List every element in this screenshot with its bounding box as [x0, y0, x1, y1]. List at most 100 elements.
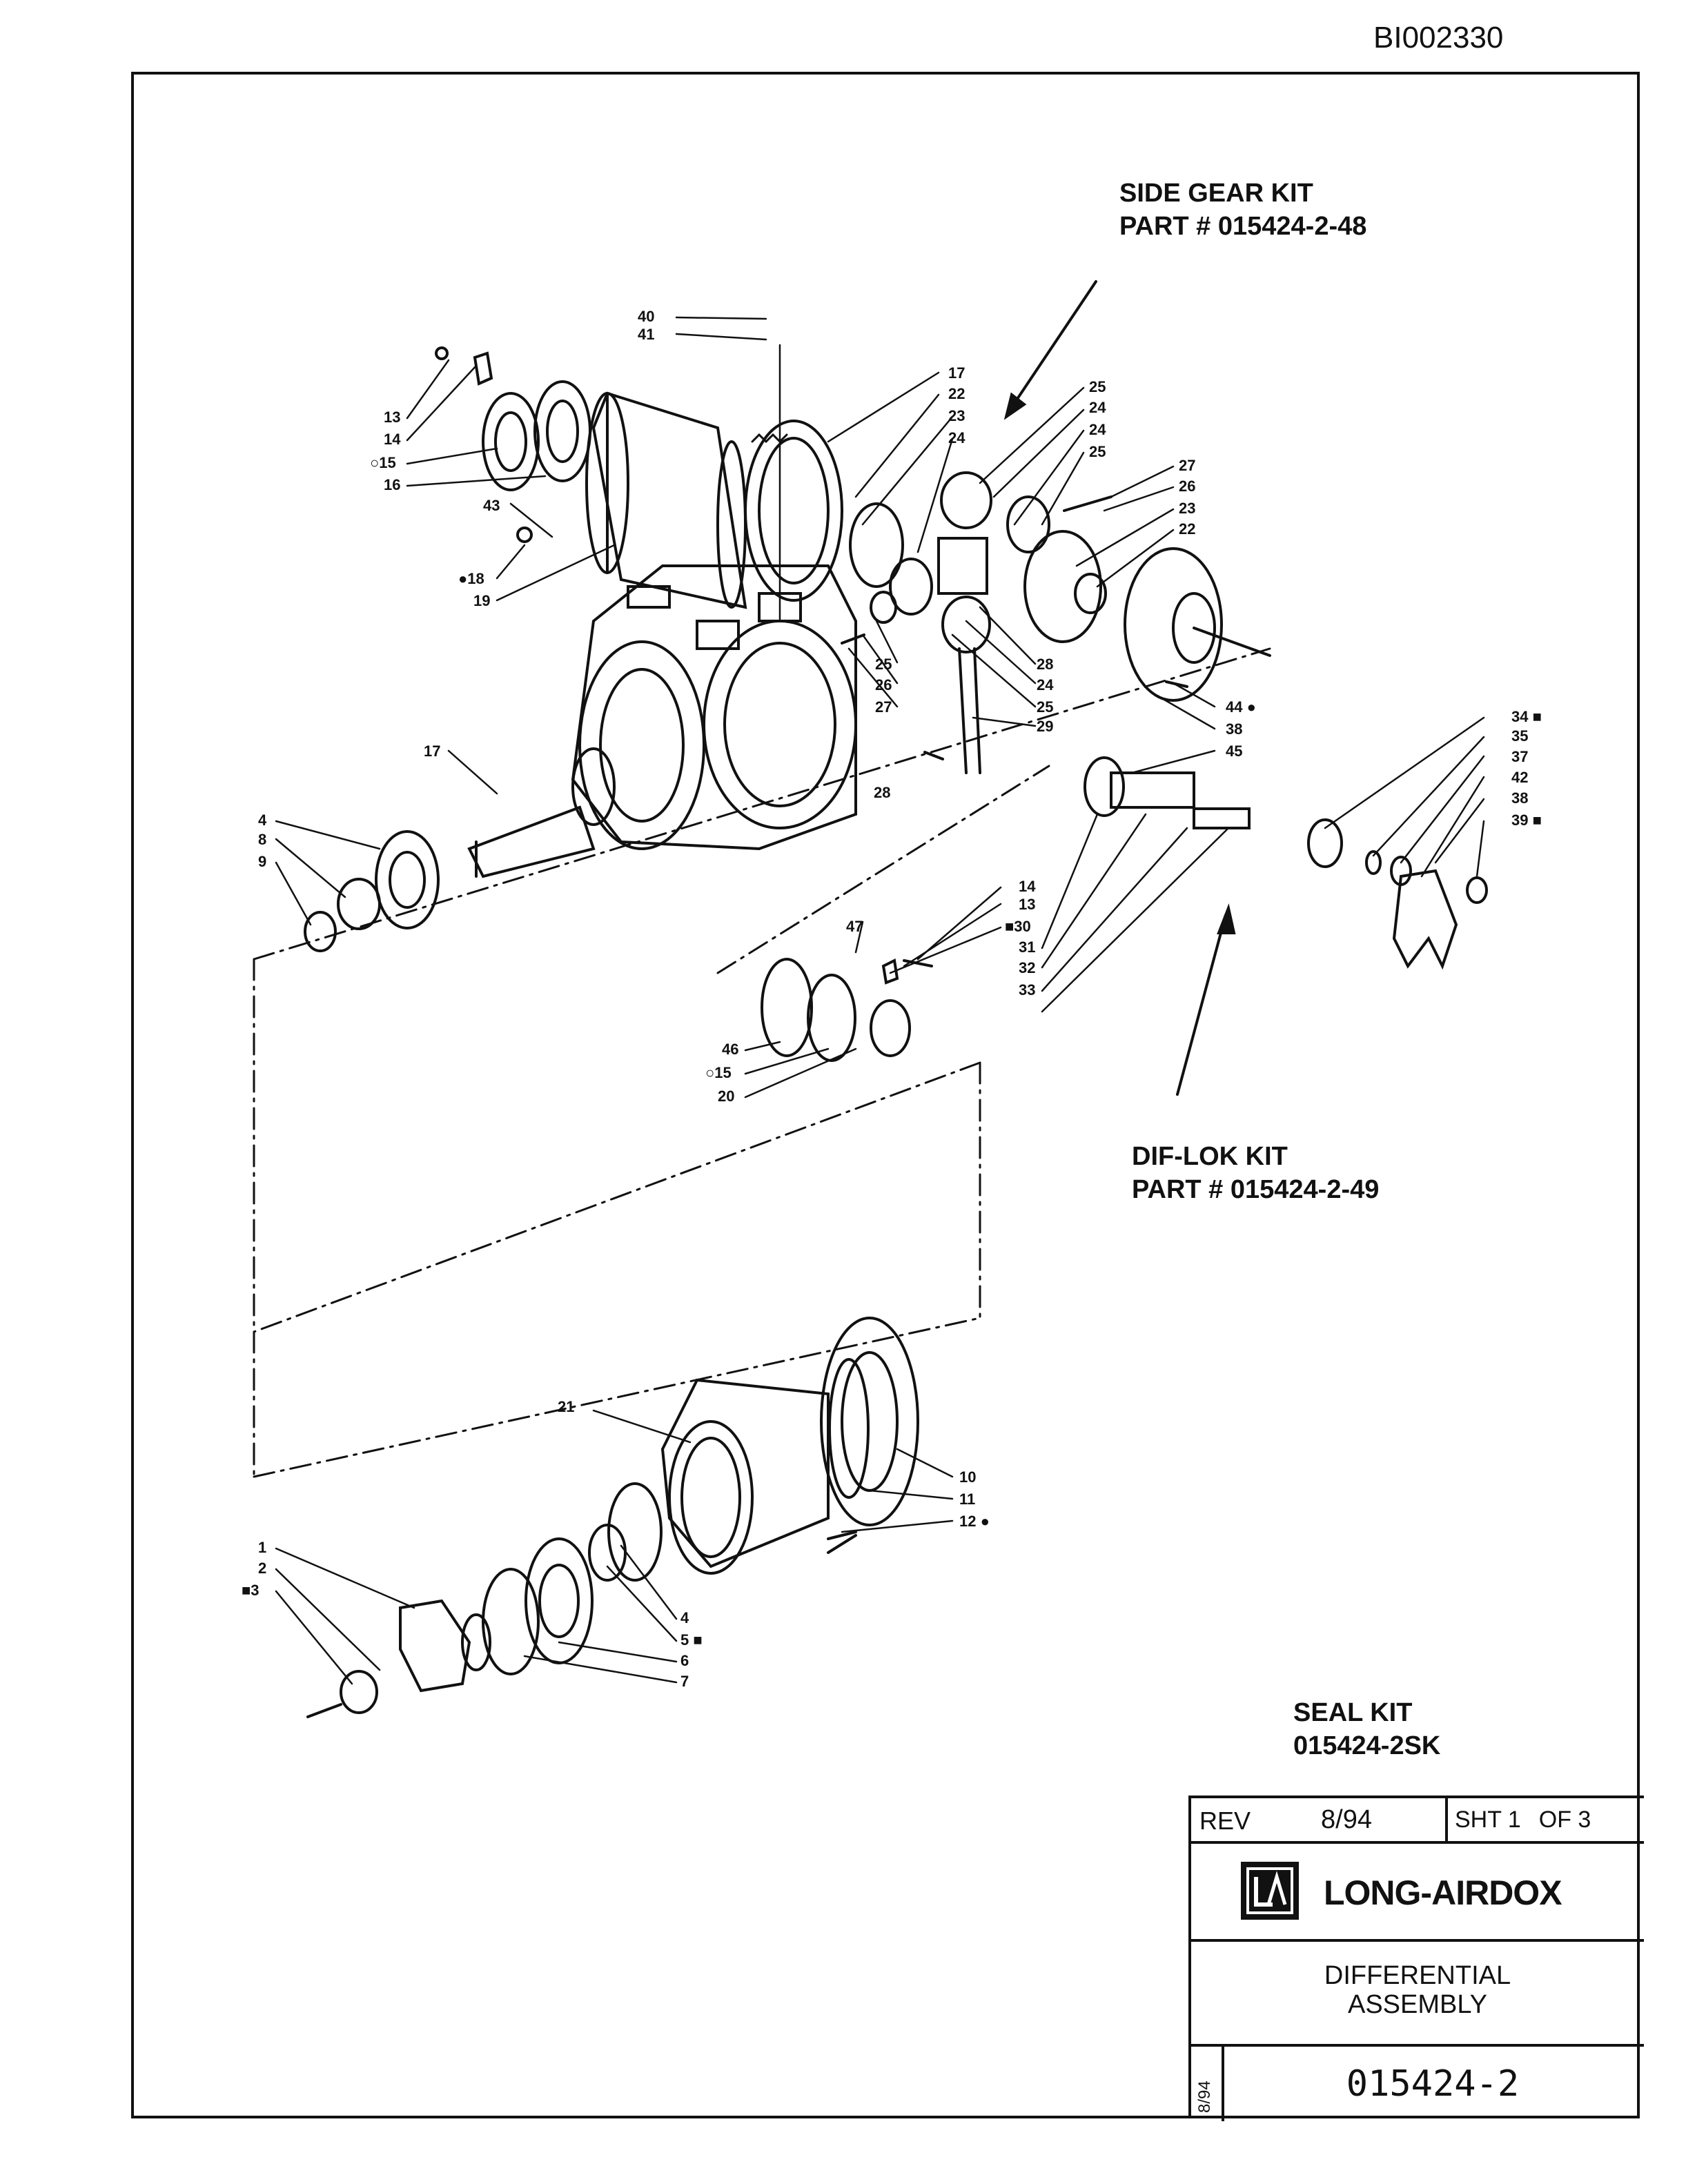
dif-lok-assembly [1084, 756, 1488, 970]
document-id: BI002330 [1373, 21, 1504, 55]
sheet-label: SHT 1 [1455, 1807, 1521, 1833]
callout-20: 20 [718, 1088, 734, 1105]
callout-24c: 24 [1089, 421, 1106, 438]
dif-lok-kit-arrow [1176, 903, 1236, 1096]
callout-44: 44 ● [1226, 698, 1256, 716]
drawing-title-line-1: DIFFERENTIAL [1324, 1961, 1511, 1990]
callout-o15b: ○15 [705, 1064, 732, 1081]
pinion-shaft [304, 747, 616, 952]
callout-25d: 25 [1037, 698, 1053, 716]
sheet-info: SHT 1 OF 3 [1445, 1798, 1609, 1841]
revision-label: REV [1199, 1807, 1251, 1835]
company-name: LONG-AIRDOX [1324, 1873, 1562, 1912]
callout-33: 33 [1019, 981, 1035, 998]
callout-o15: ○15 [370, 454, 396, 471]
sheet-of: OF 3 [1538, 1807, 1591, 1833]
callout-35: 35 [1511, 727, 1528, 745]
callout-27b: 27 [875, 698, 892, 716]
callout-45: 45 [1226, 742, 1242, 760]
spider-gears [841, 471, 1112, 774]
drawing-number-row: 8/94 015424-2 [1191, 2047, 1644, 2121]
upper-left-bearing [482, 380, 591, 491]
callout-31: 31 [1019, 938, 1035, 956]
callout-28: 28 [1037, 656, 1053, 673]
company-row: LONG-AIRDOX [1191, 1844, 1644, 1942]
callout-18: ●18 [458, 570, 484, 587]
callout-25c: 25 [875, 656, 892, 673]
callout-17: 17 [948, 364, 965, 382]
output-housing [660, 1317, 919, 1575]
callout-2: 2 [258, 1560, 266, 1577]
callout-30: ■30 [1005, 918, 1031, 935]
callout-19: 19 [473, 592, 490, 609]
callout-24d: 24 [1037, 676, 1054, 693]
callout-22b: 22 [1179, 520, 1195, 538]
callout-7: 7 [680, 1673, 689, 1690]
callout-8: 8 [258, 831, 266, 848]
callout-1: 1 [258, 1539, 266, 1556]
side-gear-kit-arrow [1003, 280, 1097, 420]
side-gear-kit-part: PART # 015424-2-48 [1119, 212, 1367, 241]
callout-29: 29 [1037, 718, 1053, 735]
callout-24b: 24 [1089, 399, 1106, 416]
yoke-and-bearings [306, 1482, 857, 1718]
callout-4b: 4 [680, 1609, 689, 1626]
callout-13: 13 [384, 409, 400, 426]
callout-39: 39 ■ [1511, 811, 1542, 829]
seal-kit-title: SEAL KIT [1293, 1698, 1413, 1727]
callout-26b: 26 [875, 676, 892, 693]
callout-34: 34 ■ [1511, 708, 1542, 725]
callout-11: 11 [959, 1491, 975, 1508]
carrier-housing [571, 564, 857, 851]
callout-24: 24 [948, 429, 965, 446]
callout-43: 43 [483, 497, 500, 514]
callout-23b: 23 [1179, 500, 1195, 517]
callout-41: 41 [638, 326, 654, 343]
callout-42: 42 [1511, 769, 1528, 786]
dif-lok-kit-title: DIF-LOK KIT [1132, 1142, 1288, 1171]
callout-12: 12 ● [959, 1513, 990, 1530]
callout-9: 9 [258, 853, 266, 870]
callout-leaders [275, 316, 1485, 1685]
callout-14b: 14 [1019, 878, 1036, 895]
callout-4: 4 [258, 811, 267, 829]
callout-6: 6 [680, 1652, 689, 1669]
callout-5: 5 ■ [680, 1631, 703, 1649]
callout-17b: 17 [424, 742, 440, 760]
callout-38: 38 [1226, 720, 1242, 738]
dif-lok-kit-label: DIF-LOK KIT PART # 015424-2-49 [1132, 1140, 1379, 1206]
callout-25: 25 [1089, 378, 1106, 395]
dif-lok-kit-part: PART # 015424-2-49 [1132, 1175, 1380, 1204]
drawing-date-box: 8/94 [1194, 2062, 1217, 2117]
company-logo-icon [1241, 1862, 1299, 1920]
callout-26: 26 [1179, 478, 1195, 495]
callout-13b: 13 [1019, 896, 1035, 913]
callout-numbers: 40 41 17 22 23 24 25 24 24 25 27 26 23 2… [242, 308, 1542, 1690]
callout-10: 10 [959, 1468, 976, 1486]
callout-21: 21 [558, 1398, 574, 1415]
assembly-dash-lines [253, 647, 1271, 1478]
side-gear-kit-title: SIDE GEAR KIT [1119, 179, 1313, 208]
seal-kit-part: 015424-2SK [1293, 1731, 1441, 1760]
shift-collar [761, 958, 933, 1062]
callout-40: 40 [638, 308, 654, 325]
callout-16: 16 [384, 476, 400, 493]
callout-47: 47 [846, 918, 863, 935]
revision-row: REV 8/94 SHT 1 OF 3 [1191, 1798, 1644, 1844]
drawing-title-row: DIFFERENTIAL ASSEMBLY [1191, 1942, 1644, 2047]
side-gear-kit-label: SIDE GEAR KIT PART # 015424-2-48 [1119, 177, 1366, 243]
callout-14: 14 [384, 431, 401, 448]
callout-27: 27 [1179, 457, 1195, 474]
callout-38b: 38 [1511, 789, 1528, 807]
revision-date: 8/94 [1321, 1805, 1372, 1834]
callout-25b: 25 [1089, 443, 1106, 460]
drawing-title-line-2: ASSEMBLY [1347, 1990, 1488, 2019]
drawing-number: 015424-2 [1346, 2063, 1520, 2105]
callout-22: 22 [948, 385, 965, 402]
callout-28b: 28 [874, 784, 890, 801]
title-block: REV 8/94 SHT 1 OF 3 LONG-AIRDOX DIFFERENT… [1188, 1796, 1644, 2121]
ring-gear [744, 420, 843, 602]
seal-kit-label: SEAL KIT 015424-2SK [1293, 1696, 1440, 1762]
right-side-flange [1124, 547, 1271, 702]
